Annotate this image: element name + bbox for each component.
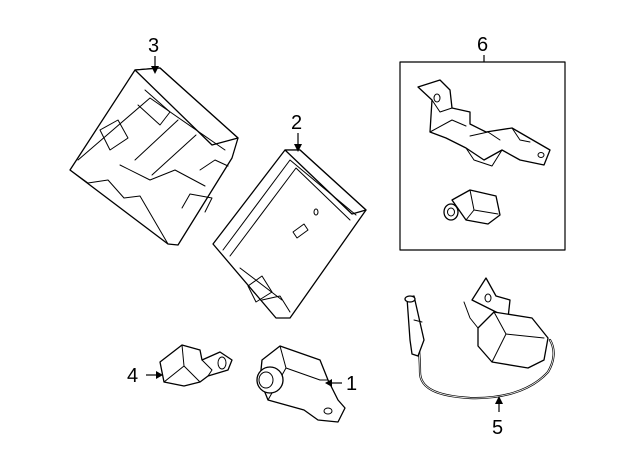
leader-1 bbox=[325, 379, 342, 387]
leader-4 bbox=[146, 371, 163, 379]
part-3-control-module[interactable] bbox=[69, 67, 239, 246]
part-6-box bbox=[399, 61, 566, 251]
leader-3 bbox=[151, 56, 159, 74]
part-2-module[interactable] bbox=[212, 149, 367, 319]
callout-6: 6 bbox=[477, 34, 488, 56]
part-6-sensor[interactable] bbox=[443, 189, 501, 225]
callout-2: 2 bbox=[291, 112, 302, 134]
leader-2 bbox=[294, 133, 302, 152]
part-5-sensor-with-cable[interactable] bbox=[404, 277, 555, 400]
part-1-sensor[interactable] bbox=[256, 345, 346, 423]
part-6-bracket[interactable] bbox=[417, 79, 551, 167]
part-4-sensor[interactable] bbox=[159, 344, 233, 387]
callout-5: 5 bbox=[492, 417, 503, 439]
callout-3: 3 bbox=[148, 35, 159, 57]
leader-5 bbox=[495, 396, 503, 412]
callout-4: 4 bbox=[127, 365, 138, 387]
callout-1: 1 bbox=[346, 373, 357, 395]
